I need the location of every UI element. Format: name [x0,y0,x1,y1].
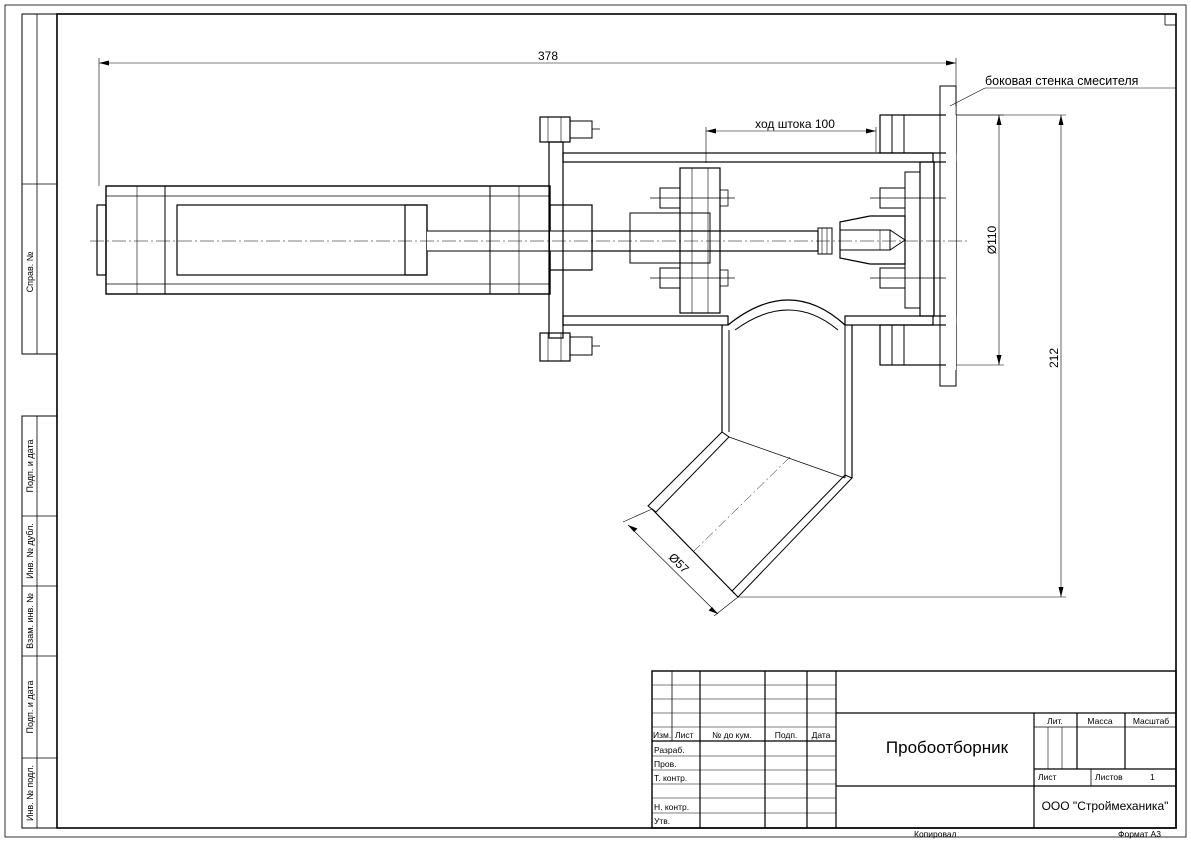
wall-flange [879,85,957,387]
drawing-title: Пробоотборник [886,738,1009,757]
dim-overall-length: 378 [538,49,558,63]
role-razrab: Разраб. [654,745,685,755]
sampler-tube [562,152,934,326]
pneumatic-cylinder [96,185,593,295]
hdr-podp: Подп. [775,730,798,740]
hdr-list: Лист [675,730,694,740]
discharge-branch [647,299,853,598]
label-copied: Копировал [914,829,957,839]
hdr-date: Дата [812,730,831,740]
dimensions: 378 ход штока 100 Ø110 212 Ø57 боковая с… [98,49,1176,617]
valve-plug [839,215,906,265]
cell-sheets: Листов [1095,772,1123,782]
assembly-drawing [90,85,970,598]
cell-mass: Масса [1087,716,1112,726]
cell-sheet: Лист [1038,772,1057,782]
note-mixer-wall: боковая стенка смесителя [985,74,1138,88]
cell-scale: Масштаб [1133,716,1169,726]
dim-flange-diameter: Ø110 [985,225,999,254]
cell-sheets-value: 1 [1150,772,1155,782]
inner-gland [629,167,735,314]
dim-height: 212 [1047,348,1061,368]
company-name: ООО "Строймеханика" [1042,799,1169,813]
dim-outlet-diameter: Ø57 [666,550,692,576]
dim-stroke: ход штока 100 [755,117,835,131]
title-block: Изм. Лист № до кум. Подп. Дата Разраб. П… [651,670,1177,839]
inner-frame [56,13,1177,829]
role-prov: Пров. [654,759,676,769]
label-format: Формат А3 [1118,829,1161,839]
role-nkontr: Н. контр. [654,802,689,812]
role-tkontr: Т. контр. [654,773,687,783]
hdr-doc: № до кум. [712,730,752,740]
stamp-podp-data-1: Подп. и дата [25,439,35,492]
stamp-podp-data-2: Подп. и дата [25,680,35,733]
outer-border [4,4,1187,838]
stamp-vzam-inv: Взам. инв. № [25,593,35,649]
stamp-inv-dubl: Инв. № дубл. [25,523,35,579]
stamp-sprav: Справ. № [25,251,35,292]
stamp-inv-podl: Инв. № подл. [25,765,35,821]
cell-lit: Лит. [1047,716,1063,726]
hdr-izm: Изм. [653,730,671,740]
role-utv: Утв. [654,816,670,826]
side-stamp-column: Справ. № Подп. и дата Инв. № дубл. Взам.… [21,13,58,829]
seal-assembly [870,161,957,317]
